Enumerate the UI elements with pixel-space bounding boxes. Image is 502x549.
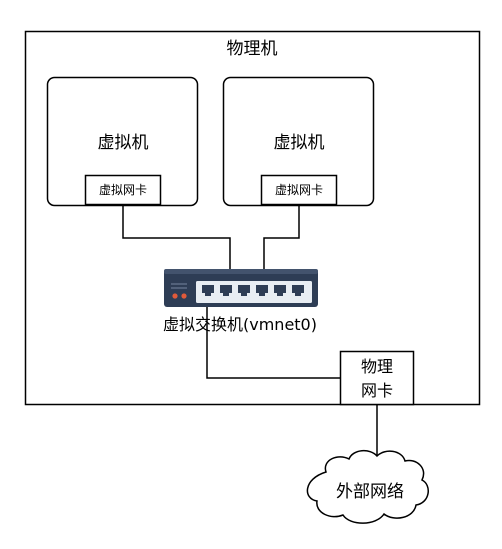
connector-left-vm-to-switch [122,205,231,270]
switch-ports [202,285,304,296]
switch-top-bevel [164,269,318,274]
switch-port [292,285,304,296]
switch-port [220,285,232,296]
connector-switch-to-physical-nic [206,307,340,379]
vm-left-nic-box [84,174,162,206]
vm-left-nic-label: 虚拟网卡 [99,183,147,197]
switch-icon [164,269,318,307]
switch-status-led [172,293,178,299]
switch-label: 虚拟交换机(vmnet0) [163,315,317,334]
connector-right-vm-to-switch [263,205,300,270]
switch-port [238,285,250,296]
physical-nic-label-line1: 物理 [361,357,393,376]
physical-nic-box [339,350,415,406]
physical-machine-label: 物理机 [227,39,278,59]
switch-status-led [181,293,187,299]
vm-right-label: 虚拟机 [274,133,325,153]
switch-port [274,285,286,296]
switch-port [202,285,214,296]
cloud-icon [306,450,429,524]
switch-port [256,285,268,296]
physical-nic-label-line2: 网卡 [361,381,393,400]
external-network-label: 外部网络 [336,482,404,502]
vm-right-nic-label: 虚拟网卡 [275,183,323,197]
vm-left-label: 虚拟机 [98,133,149,153]
vm-right-nic-box [260,174,338,206]
